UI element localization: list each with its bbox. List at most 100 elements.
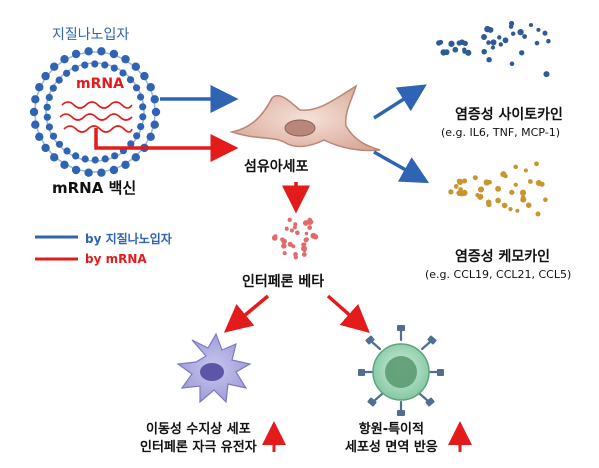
lipid-bead-inner — [91, 60, 99, 68]
lnp-title: 지질나노입자 — [52, 27, 130, 43]
interferon-to-dendritic-arrow — [223, 294, 270, 333]
legend-lnp-label: by 지질나노입자 — [85, 232, 172, 246]
signal-dot — [436, 40, 442, 46]
signal-dot — [309, 220, 314, 224]
signal-dot — [281, 238, 287, 245]
lipid-bead-inner — [81, 61, 89, 69]
signal-dot — [307, 225, 313, 230]
lipid-bead-outer — [41, 143, 50, 153]
signal-dot — [293, 255, 298, 260]
chemokine-dot-cluster — [448, 161, 548, 217]
signal-dot — [481, 48, 487, 55]
dendritic-cell — [176, 332, 252, 404]
signal-dot — [284, 226, 289, 231]
signal-dot — [458, 187, 463, 192]
signal-dot — [490, 45, 496, 50]
interferon-label: 인터페론 베타 — [242, 274, 325, 290]
lipid-bead-inner — [72, 152, 80, 160]
signal-dot — [302, 248, 307, 253]
signal-dot — [461, 191, 466, 196]
signal-dot — [509, 189, 515, 195]
signal-dot — [520, 196, 527, 203]
outcome-dendritic: 이동성 수지상 세포 인터페론 자극 유전자 — [140, 421, 257, 457]
lipid-bead-inner — [137, 93, 145, 101]
signal-dot — [519, 50, 525, 56]
signal-dot — [472, 175, 478, 181]
signal-dot — [281, 243, 287, 249]
signal-dot — [475, 193, 480, 198]
signal-dot — [495, 185, 502, 192]
lipid-nanoparticle — [29, 47, 161, 177]
fibroblast-to-chemokine-arrow — [373, 150, 430, 184]
signal-dot — [513, 164, 518, 170]
outcome-tcell: 항원-특이적 세포성 면역 반응 — [345, 421, 438, 457]
signal-dot — [525, 202, 532, 208]
lipid-bead-inner — [49, 132, 58, 140]
lipid-bilayer-beads — [29, 47, 161, 177]
lipid-bead-outer — [41, 71, 50, 81]
lipid-bead-outer — [71, 49, 81, 59]
signal-dot — [287, 217, 292, 222]
chemokine-examples: (e.g. CCL19, CCL21, CCL5) — [425, 268, 572, 281]
signal-dot — [498, 42, 504, 47]
lipid-bead-outer — [121, 160, 130, 169]
cytokine-examples: (e.g. IL6, TNF, MCP-1) — [441, 126, 560, 139]
signal-dot — [486, 201, 492, 208]
lipid-bead-outer — [31, 120, 40, 129]
signal-dot — [486, 56, 492, 63]
lipid-bead-outer — [84, 168, 93, 177]
lipid-bead-inner — [55, 140, 64, 148]
signal-dot — [282, 251, 287, 256]
signal-dot — [501, 202, 508, 209]
signal-dot — [293, 222, 298, 227]
lipid-bead-outer — [146, 132, 155, 141]
signal-dot — [448, 40, 455, 47]
lipid-bead-outer — [60, 55, 69, 64]
signal-dot — [535, 211, 541, 217]
signal-dot — [502, 37, 509, 44]
lipid-bead-inner — [101, 155, 109, 163]
signal-dot — [291, 244, 296, 249]
lipid-bead-inner — [139, 113, 147, 121]
lipid-bead-inner — [45, 93, 53, 101]
fibroblast-cell — [229, 84, 381, 152]
outcome-tcell-line1: 항원-특이적 — [358, 422, 424, 437]
lipid-bead-outer — [50, 153, 59, 162]
signal-dot — [462, 178, 468, 184]
lipid-bead-inner — [91, 156, 99, 164]
signal-dot — [539, 181, 545, 187]
interferon-dot-cluster — [271, 217, 319, 260]
signal-dot — [481, 34, 487, 40]
signal-dot — [510, 31, 516, 36]
lipid-bead-inner — [111, 152, 119, 160]
lipid-bead-inner — [110, 64, 118, 72]
lipid-bead-outer — [29, 107, 39, 117]
signal-dot — [292, 225, 297, 230]
lipid-bead-outer — [150, 120, 159, 129]
signal-dot — [503, 174, 508, 179]
lipid-bead-outer — [140, 71, 149, 81]
signal-dot — [497, 35, 502, 40]
lipid-bead-inner — [139, 103, 147, 111]
lipid-bead-inner — [63, 69, 71, 77]
lipid-bead-inner — [119, 69, 127, 77]
t-cell — [358, 325, 444, 416]
signal-dot — [486, 40, 491, 45]
signal-dot — [490, 39, 497, 46]
lipid-bead-outer — [131, 153, 140, 162]
lipid-bead-inner — [45, 123, 54, 131]
signal-dot — [534, 161, 539, 167]
fibroblast-to-cytokine-arrow — [373, 84, 427, 120]
lipid-bead-outer — [150, 95, 159, 104]
signal-dot — [483, 179, 490, 186]
signal-dot — [477, 186, 485, 193]
signal-dot — [528, 22, 534, 28]
lipid-bead-inner — [137, 123, 145, 131]
vaccine-label: mRNA 백신 — [52, 179, 137, 197]
lipid-bead-inner — [49, 84, 57, 92]
signal-dot — [523, 168, 528, 173]
lipid-bead-outer — [31, 95, 40, 104]
mrna-to-fibroblast-arrow — [94, 128, 239, 162]
lipid-bead-inner — [126, 76, 135, 84]
outcome-tcell-line2: 세포성 면역 반응 — [345, 440, 438, 455]
